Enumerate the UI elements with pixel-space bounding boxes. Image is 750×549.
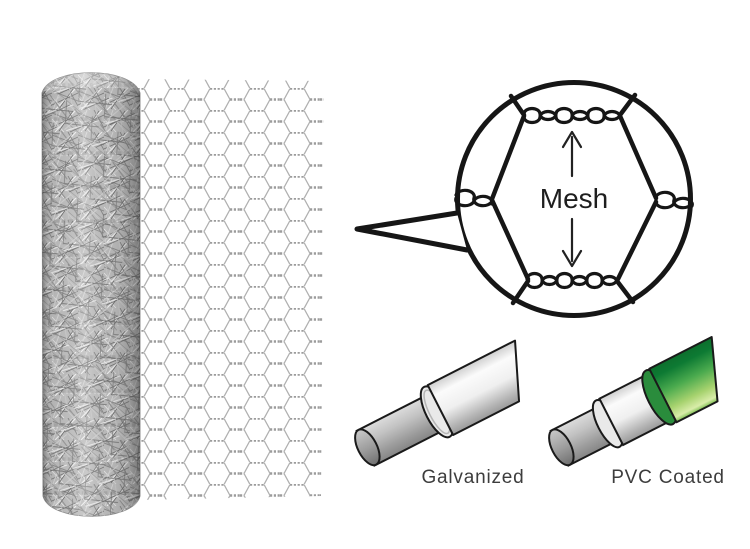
galvanized-wire-end-cap xyxy=(354,428,381,467)
mesh-sheet-pattern xyxy=(138,79,324,500)
pvc-wire-end-cap xyxy=(548,428,575,467)
hexagon-cell-diagram xyxy=(454,92,694,306)
mesh-detail-callout: Mesh xyxy=(354,80,694,318)
callout-pointer xyxy=(354,210,470,253)
hexagon-diagonal-wires xyxy=(489,92,659,306)
right-twist-wire xyxy=(654,190,694,210)
top-twist-wire-2 xyxy=(522,109,622,125)
galvanized-coating-cylinder xyxy=(426,339,521,436)
mesh-size-arrow xyxy=(561,130,583,268)
mesh-roll xyxy=(41,72,141,517)
galvanized-label: Galvanized xyxy=(421,467,524,488)
arrow-down-head-icon xyxy=(561,249,583,268)
galvanized-wire-illustration xyxy=(354,339,521,467)
arrow-up-head-icon xyxy=(561,130,583,149)
mesh-label: Mesh xyxy=(540,183,608,214)
left-twist-wire xyxy=(454,188,494,208)
mesh-sheet xyxy=(138,79,324,500)
bottom-twist-wire-2 xyxy=(525,274,619,290)
pvc-wire-illustration xyxy=(548,336,719,467)
pvc-green-cylinder xyxy=(648,336,719,424)
roll-shading xyxy=(42,72,140,517)
pvc-coated-label: PVC Coated xyxy=(611,467,725,488)
